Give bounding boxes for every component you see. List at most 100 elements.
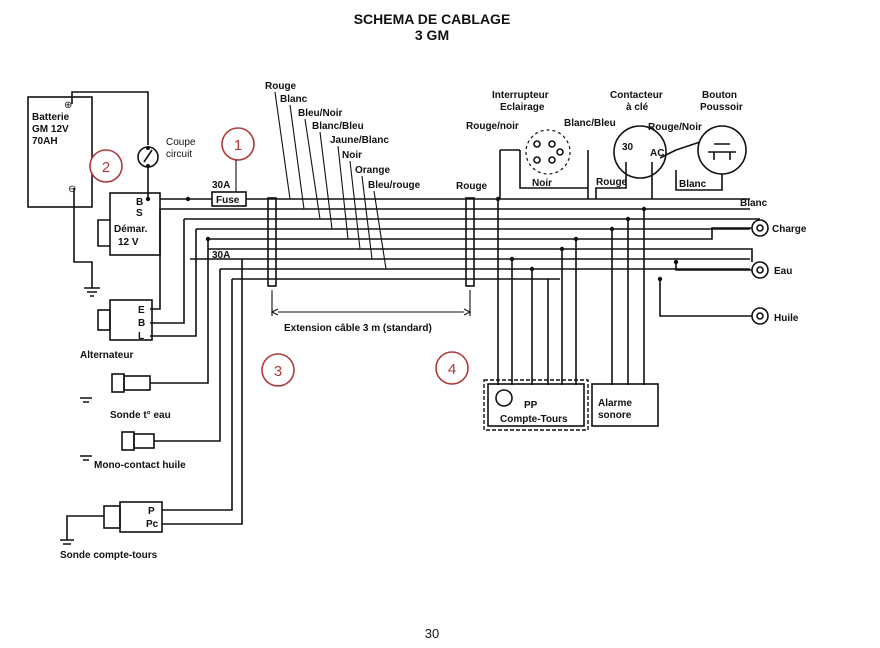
wire-label-orange: Orange — [355, 165, 390, 176]
fuse-label: Fuse — [216, 195, 240, 206]
battery-label-1: Batterie — [32, 112, 70, 123]
battery-plus-icon: ⊕ — [64, 100, 72, 111]
ground-icon — [84, 287, 100, 297]
extension-arrows — [270, 308, 472, 316]
water-temp-sensor: Sonde t° eau — [80, 239, 209, 421]
alarme-sonore: Alarme sonore — [591, 383, 659, 427]
instrument-drop-wires — [497, 199, 645, 385]
starter-label-1: Démar. — [114, 224, 148, 235]
coupe-circuit-switch: Coupe circuit — [137, 137, 196, 168]
alarme-label-2: sonore — [598, 410, 632, 421]
compte-tours: PP Compte-Tours — [483, 379, 589, 431]
svg-text:4: 4 — [448, 361, 456, 378]
lamp-huile: Huile — [751, 307, 799, 325]
alternator-l-terminal: L — [138, 331, 144, 342]
page-number: 30 — [425, 626, 439, 641]
svg-text:3: 3 — [274, 363, 282, 380]
interrupteur-label-1: Interrupteur — [492, 90, 549, 101]
lamp-charge-label: Charge — [772, 224, 807, 235]
alarme-label-1: Alarme — [598, 398, 632, 409]
tach-sensor-label: Sonde compte-tours — [60, 550, 158, 561]
wire-label-blanc: Blanc — [280, 94, 308, 105]
alternator-b-terminal: B — [138, 318, 145, 329]
battery-minus-icon: ⊖ — [68, 184, 76, 195]
starter-s-terminal: S — [136, 208, 143, 219]
wire-battery-positive — [71, 91, 149, 145]
svg-text:2: 2 — [102, 159, 110, 176]
fuse-rating: 30A — [212, 180, 230, 191]
contacteur-a-cle: Contacteur à clé 30 AC — [610, 90, 667, 179]
wire-label-noir: Noir — [342, 150, 362, 161]
callout-1: 1 — [221, 127, 255, 161]
rouge-small-label: Rouge — [596, 177, 628, 188]
lamp-eau-label: Eau — [774, 266, 792, 277]
bouton-label-2: Poussoir — [700, 102, 743, 113]
wire-label-jaune-blanc: Jaune/Blanc — [330, 135, 389, 146]
alternator-label: Alternateur — [80, 350, 133, 361]
callout-4: 4 — [435, 351, 469, 385]
wire-label-rouge: Rouge — [265, 81, 297, 92]
oil-contact-sensor: Mono-contact huile — [80, 269, 221, 471]
tach-sensor-pc-terminal: Pc — [146, 519, 159, 530]
tach-pp-label: PP — [524, 400, 538, 411]
diagram-title: SCHEMA DE CABLAGE — [354, 11, 511, 27]
wire-alternator-b — [150, 219, 185, 324]
lamp-charge: Charge — [751, 219, 807, 237]
starter-motor: B S Démar. 12 V — [97, 192, 161, 256]
alternator: E B L Alternateur — [80, 299, 153, 361]
callout-3: 3 — [261, 353, 295, 387]
svg-text:1: 1 — [234, 137, 242, 154]
coupe-circuit-label-1: Coupe — [166, 137, 196, 148]
contacteur-label-1: Contacteur — [610, 90, 663, 101]
lamp-huile-label: Huile — [774, 313, 799, 324]
bouton-label-1: Bouton — [702, 90, 737, 101]
lamp-wires — [659, 227, 753, 317]
interrupteur-wires — [499, 149, 589, 199]
blanc-label-2: Blanc — [740, 198, 768, 209]
extension-bracket — [271, 290, 471, 316]
starter-label-2: 12 V — [118, 237, 139, 248]
harness-wires — [160, 198, 760, 280]
battery: Batterie GM 12V 70AH ⊕ ⊖ — [27, 96, 93, 208]
interrupteur-label-2: Eclairage — [500, 102, 545, 113]
bouton-wires — [659, 141, 723, 191]
diagram-subtitle: 3 GM — [415, 27, 449, 43]
noir-label: Noir — [532, 178, 552, 189]
interrupteur-eclairage: Interrupteur Eclairage — [492, 90, 571, 175]
junction-dots — [145, 196, 679, 282]
lamp-eau: Eau — [751, 261, 792, 279]
contacteur-label-2: à clé — [626, 102, 649, 113]
contacteur-wires — [595, 162, 653, 199]
wire-30a-label: 30A — [212, 250, 230, 261]
rouge-label: Rouge — [456, 181, 488, 192]
connector-3 — [267, 197, 277, 287]
water-temp-label: Sonde t° eau — [110, 410, 171, 421]
wire-alternator-e — [150, 209, 161, 310]
connector-4 — [465, 197, 475, 287]
blanc-label-1: Blanc — [679, 179, 707, 190]
rouge-noir-label-2: Rouge/Noir — [648, 122, 702, 133]
key-ac-terminal: AC — [650, 148, 664, 159]
wire-label-blanc-bleu: Blanc/Bleu — [312, 121, 364, 132]
tach-sensor: P Pc Sonde compte-tours — [60, 259, 243, 561]
extension-label: Extension câble 3 m (standard) — [284, 323, 432, 334]
callout-2: 2 — [89, 149, 123, 183]
wire-color-labels: Rouge Blanc Bleu/Noir Blanc/Bleu Jaune/B… — [265, 81, 421, 270]
tach-label: Compte-Tours — [500, 414, 568, 425]
wire-label-bleu-rouge: Bleu/rouge — [368, 180, 421, 191]
tach-sensor-p-terminal: P — [148, 506, 155, 517]
alternator-e-terminal: E — [138, 305, 145, 316]
battery-label-3: 70AH — [32, 136, 58, 147]
starter-b-terminal: B — [136, 197, 143, 208]
wire-battery-negative — [73, 188, 93, 288]
blanc-bleu-label: Blanc/Bleu — [564, 118, 616, 129]
oil-contact-label: Mono-contact huile — [94, 460, 186, 471]
coupe-circuit-label-2: circuit — [166, 149, 192, 160]
rouge-noir-label-1: Rouge/noir — [466, 121, 519, 132]
wire-label-bleu-noir: Bleu/Noir — [298, 108, 343, 119]
wire-alternator-l — [150, 229, 197, 337]
bouton-poussoir: Bouton Poussoir — [697, 90, 747, 175]
key-30-terminal: 30 — [622, 142, 634, 153]
battery-label-2: GM 12V — [32, 124, 69, 135]
